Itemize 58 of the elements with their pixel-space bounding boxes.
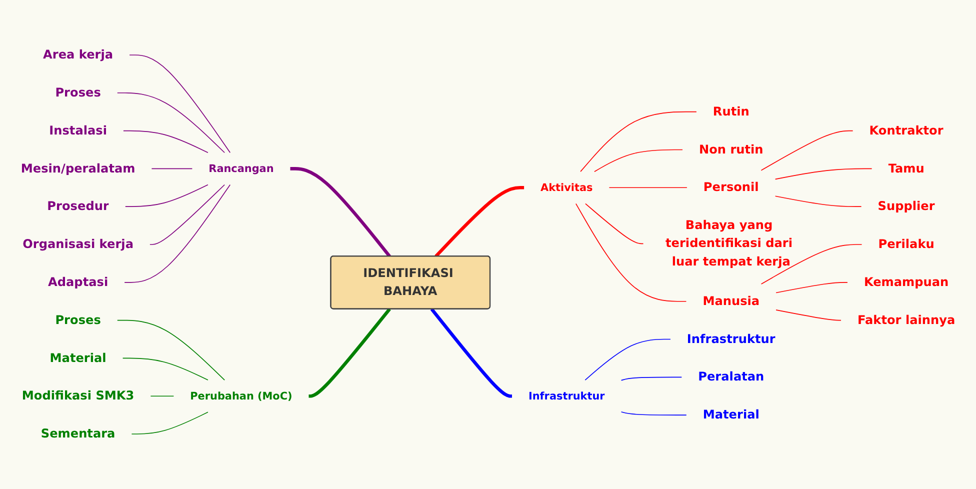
connector: [150, 396, 174, 397]
node-text: Sementara: [40, 427, 116, 441]
connector: [585, 203, 644, 244]
connector: [760, 244, 862, 284]
connector: [620, 376, 682, 381]
connector: [122, 358, 208, 380]
node-text: Perubahan (MoC): [190, 390, 292, 402]
node-text: Area kerja: [43, 48, 114, 62]
node-text: Faktor lainnya: [857, 313, 956, 328]
node-text: Prosedur: [47, 200, 109, 214]
node-text: Modifikasi SMK3: [22, 389, 134, 403]
connector: [116, 92, 225, 154]
node-text: Instalasi: [49, 124, 107, 138]
connector: [584, 338, 671, 380]
connector: [308, 308, 391, 398]
connector: [620, 411, 687, 416]
connector: [131, 412, 208, 434]
node-text: Kontraktor: [869, 124, 944, 138]
connector: [434, 186, 524, 258]
connector: [116, 320, 225, 380]
connector: [575, 203, 687, 302]
node-text: Organisasi kerja: [22, 238, 134, 252]
node-text: Manusia: [702, 294, 760, 308]
connector: [124, 184, 208, 208]
node-text: Supplier: [878, 200, 935, 214]
node-text: Tamu: [888, 162, 924, 176]
node-text: Aktivitas: [540, 181, 593, 194]
node-text: Rancangan: [208, 162, 274, 175]
node-text: Peralatan: [698, 370, 764, 384]
connector: [760, 130, 854, 171]
node-text: Bahaya yang teridentifikasi dari luar tempat kerja: [665, 218, 793, 269]
node-text: Mesin/peralatam: [20, 162, 136, 176]
node-text: Perilaku: [878, 238, 934, 252]
node-text: Infrastruktur: [686, 332, 776, 346]
connector: [776, 282, 848, 294]
connector: [774, 168, 872, 180]
connector: [151, 168, 193, 170]
connector: [290, 167, 391, 258]
node-text: Infrastruktur: [528, 390, 605, 402]
connector: [123, 130, 208, 154]
connector: [594, 149, 683, 172]
node-text: Personil: [703, 180, 759, 195]
connector: [774, 196, 862, 208]
connector: [150, 184, 225, 245]
node-text: Material: [702, 408, 760, 422]
node-text: Kemampuan: [864, 276, 949, 290]
connector: [580, 111, 697, 172]
connector: [129, 54, 231, 154]
node-text: Material: [50, 351, 106, 366]
connector: [776, 310, 842, 321]
node-text: Adaptasi: [48, 276, 108, 290]
connector: [430, 308, 512, 398]
connector: [124, 184, 231, 283]
node-text: Non rutin: [698, 142, 764, 157]
node-text: Rutin: [712, 104, 750, 119]
node-text: Proses: [55, 86, 101, 100]
node-text: Proses: [55, 313, 101, 328]
connector: [608, 187, 688, 188]
